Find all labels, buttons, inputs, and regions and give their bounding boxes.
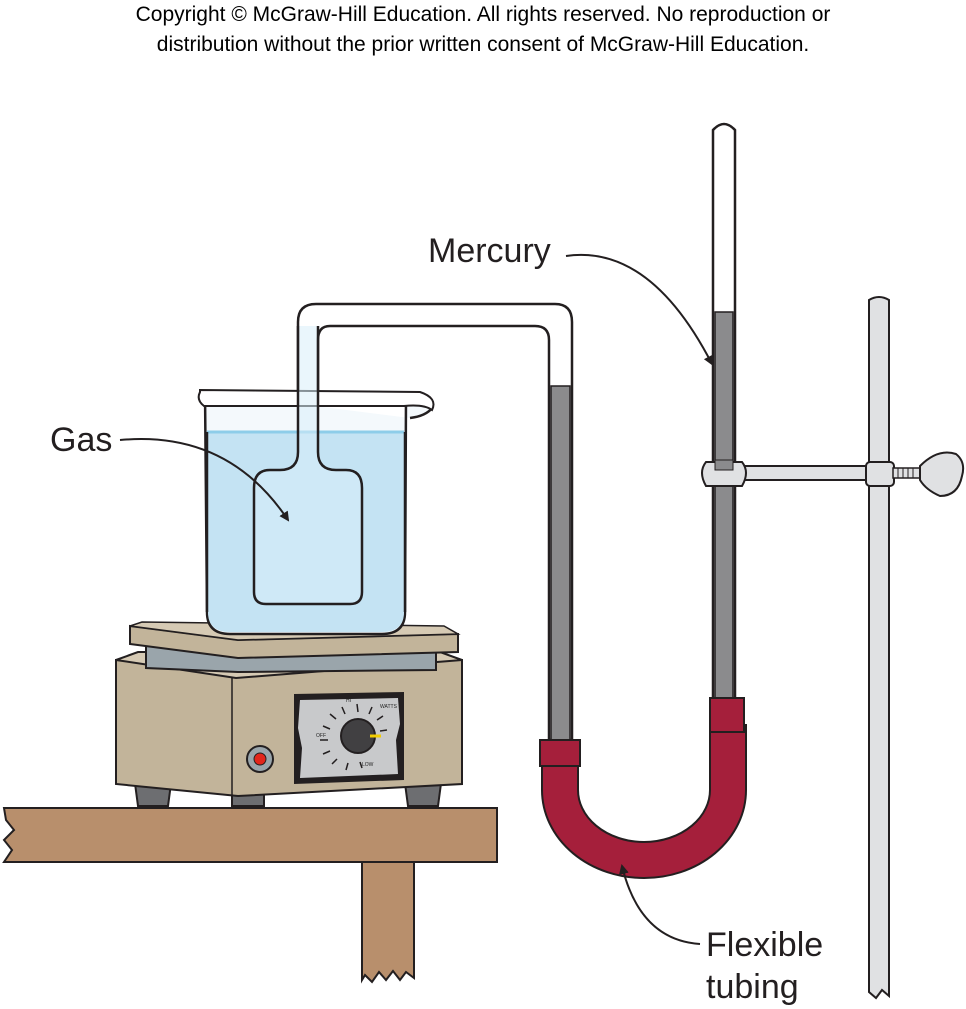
- dial-label-low: LOW: [362, 762, 374, 768]
- temperature-dial[interactable]: [340, 718, 376, 754]
- hot-plate-body-front: [115, 659, 463, 798]
- hot-plate: WATTS HI OFF LOW: [115, 621, 463, 807]
- thumbscrew-thread: [892, 467, 922, 479]
- copyright-notice: Copyright © McGraw-Hill Education. All r…: [0, 0, 966, 60]
- ring-stand: [741, 296, 965, 1000]
- clamp-arm: [741, 465, 871, 481]
- flexible-tubing: [539, 697, 747, 879]
- leader-flexible-tubing: [619, 864, 701, 945]
- table-leg: [361, 857, 415, 984]
- mercury-column-right: [714, 311, 734, 703]
- tubing-cuff-right: [709, 697, 745, 733]
- power-indicator-light: [253, 752, 267, 766]
- leader-gas: [119, 438, 290, 522]
- dial-label-off: OFF: [316, 733, 326, 739]
- dial-ticks: [320, 703, 388, 771]
- label-flexible: Flexible: [706, 926, 823, 964]
- thumbscrew-knob: [919, 451, 965, 498]
- dial-label-hi: HI: [346, 698, 351, 704]
- label-tubing: tubing: [706, 968, 799, 1006]
- tubing-cuff-left: [539, 739, 581, 767]
- leader-mercury: [565, 253, 713, 366]
- stand-rod: [868, 296, 890, 1000]
- copyright-line-2: distribution without the prior written c…: [156, 33, 810, 56]
- label-mercury: Mercury: [428, 232, 551, 270]
- table-top: [2, 807, 498, 863]
- clamp-ring: [701, 461, 747, 487]
- table: [2, 807, 498, 984]
- dial-label-watts: WATTS: [380, 704, 398, 710]
- copyright-line-1: Copyright © McGraw-Hill Education. All r…: [135, 3, 831, 26]
- label-gas: Gas: [50, 421, 112, 459]
- clamp-boss: [865, 461, 895, 487]
- mercury-column-left: [550, 385, 571, 743]
- gas-bulb: [252, 326, 364, 606]
